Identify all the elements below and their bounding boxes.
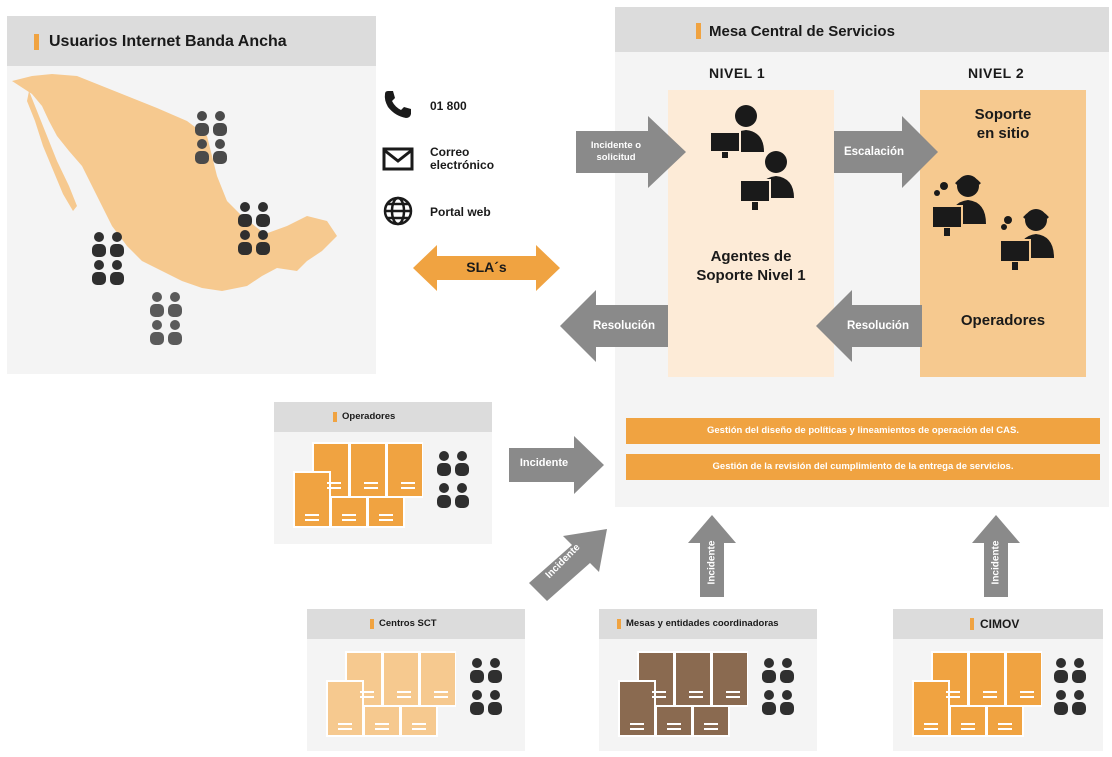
building-blocks-icon [912,651,1042,737]
people-group-icon [470,658,502,715]
operadores-panel-title: Operadores [342,411,396,422]
mesas-entidades-panel: Mesas y entidades coordinadoras [599,609,817,751]
mail-icon [382,147,414,171]
header-accent-bar [696,23,701,39]
header-accent-bar [970,618,974,630]
incidente-solicitud-label-2: solicitud [596,152,636,163]
header-accent-bar [333,412,337,422]
soporte-label-2: en sitio [976,125,1030,142]
users-panel: Usuarios Internet Banda Ancha [7,16,376,374]
operadores-panel: Operadores [274,402,492,544]
channel-web-label: Portal web [430,205,491,219]
building-blocks-icon [618,651,748,737]
building-blocks-icon [326,651,456,737]
resolucion-left-label: Resolución [593,320,655,332]
users-panel-header: Usuarios Internet Banda Ancha [7,16,376,66]
sla-double-arrow [413,245,560,291]
people-group-icon [762,658,794,715]
cimov-panel-title: CIMOV [980,617,1020,631]
resolucion-left-arrow [560,290,668,362]
agentes-label-2: Soporte Nivel 1 [696,267,806,284]
escalacion-arrow [834,116,938,188]
mesas-panel-title: Mesas y entidades coordinadoras [626,618,779,629]
agentes-label-1: Agentes de [710,248,792,265]
operadores-panel-header: Operadores [274,402,492,432]
incidente-operadores-arrow [509,436,604,494]
header-accent-bar [617,619,621,629]
incidente-solicitud-arrow [576,116,686,188]
resolucion-right-arrow [816,290,922,362]
sla-label: SLA´s [466,259,507,275]
phone-icon [384,91,411,118]
soporte-label-1: Soporte [974,106,1032,123]
agent-computer-icon [739,151,794,210]
incidente-mesas-label: Incidente [706,540,718,585]
header-accent-bar [34,34,39,50]
incidente-cimov-label: Incidente [990,540,1002,585]
operadores-label: Operadores [960,312,1046,329]
incidente-mesas-arrow [688,515,736,597]
resolucion-right-label: Resolución [847,320,909,332]
people-group-icon [238,202,270,255]
channel-phone-label: 01 800 [430,99,467,113]
incidente-cimov-arrow [972,515,1020,597]
people-group-icon [92,232,124,285]
incidente-diagonal-arrow [529,529,607,601]
agent-computer-icon [709,105,764,158]
centros-panel-header: Centros SCT [307,609,525,639]
cimov-panel: CIMOV [893,609,1103,751]
mexico-map [12,74,337,291]
channel-mail-label-2: electrónico [430,158,495,172]
people-group-icon [150,292,182,345]
gestion-revision-strip: Gestión de la revisión del cumplimiento … [626,454,1100,480]
people-group-icon [195,111,227,164]
centros-sct-panel: Centros SCT [307,609,525,751]
mesas-panel-header: Mesas y entidades coordinadoras [599,609,817,639]
header-accent-bar [370,619,374,629]
globe-icon [383,196,413,226]
incidente-solicitud-label-1: Incidente o [590,140,642,151]
people-group-icon [437,451,469,508]
people-group-icon [1054,658,1086,715]
centros-panel-title: Centros SCT [379,618,437,629]
nivel2-label: NIVEL 2 [968,65,1025,81]
cimov-panel-header: CIMOV [893,609,1103,639]
escalacion-label: Escalación [843,146,905,158]
incidente-operadores-label: Incidente [519,457,569,469]
gestion-diseno-strip: Gestión del diseño de políticas y lineam… [626,418,1100,444]
operator-headset-icon [999,209,1054,270]
mesa-panel-header: Mesa Central de Servicios [615,7,1109,52]
building-blocks-icon [293,442,423,528]
mesa-panel-title: Mesa Central de Servicios [709,23,895,40]
nivel1-label: NIVEL 1 [709,65,766,81]
operator-headset-icon [931,175,986,236]
users-panel-title: Usuarios Internet Banda Ancha [49,33,287,50]
channel-mail-label-1: Correo [430,145,470,159]
